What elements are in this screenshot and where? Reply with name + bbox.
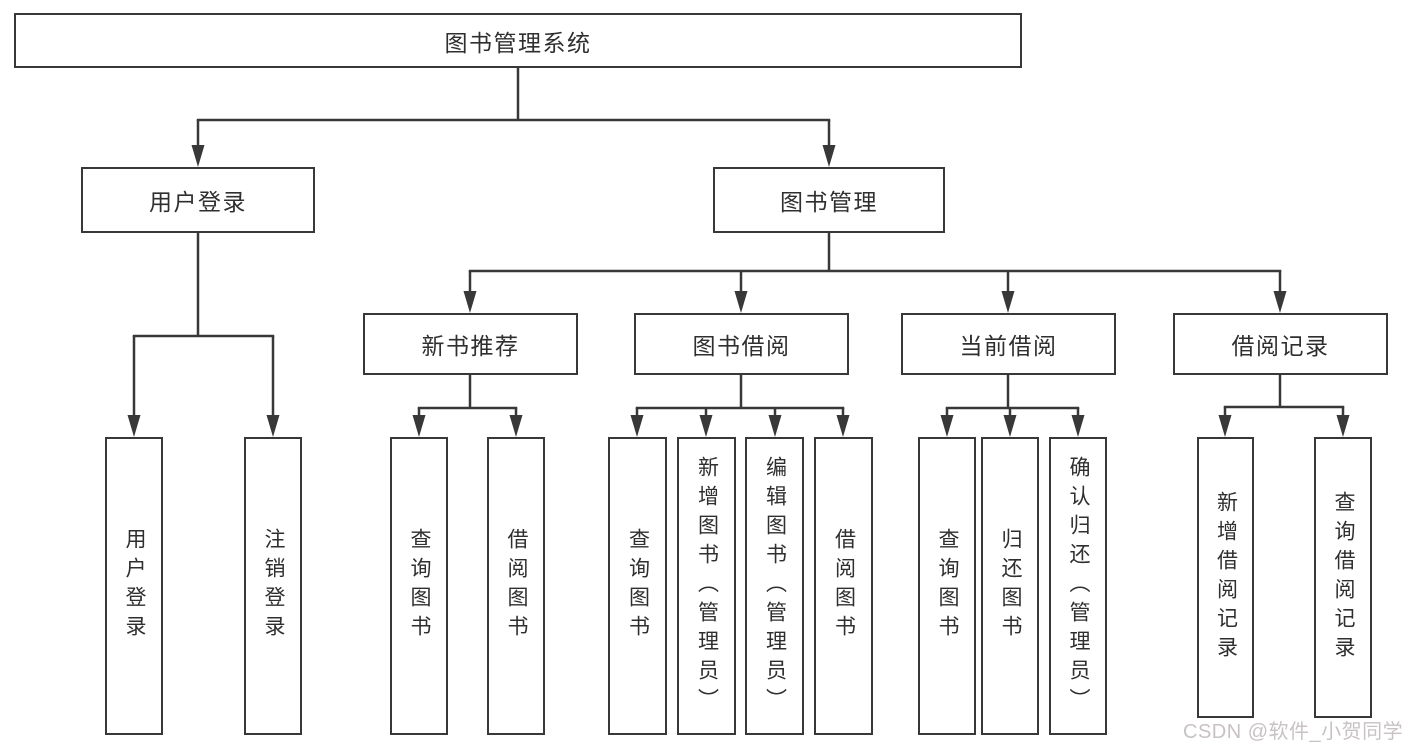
- node-label-root: 图书管理系统: [444, 29, 592, 56]
- arrowhead-icon-book-borrowing-children-0: [630, 415, 644, 437]
- node-label-book-management: 图书管理: [780, 189, 878, 215]
- node-query-books-1: 查询图书: [390, 437, 448, 735]
- node-label-add-borrow-record: 新增借阅记录: [1214, 490, 1238, 665]
- node-query-books-2: 查询图书: [608, 437, 667, 735]
- arrowhead-icon-book-borrowing-children-2: [768, 415, 782, 437]
- node-borrowing-records: 借阅记录: [1173, 313, 1388, 375]
- node-query-borrow-record: 查询借阅记录: [1314, 437, 1372, 718]
- csdn-watermark: CSDN @软件_小贺同学: [1183, 721, 1404, 743]
- node-label-borrow-books-1: 借阅图书: [505, 528, 528, 644]
- node-query-books-3: 查询图书: [918, 437, 976, 735]
- node-label-current-borrowing: 当前借阅: [959, 333, 1058, 359]
- node-book-management: 图书管理: [713, 167, 945, 233]
- arrowhead-icon-root-to-level2-0: [191, 145, 205, 167]
- node-current-borrowing: 当前借阅: [901, 313, 1116, 375]
- node-label-query-borrow-record: 查询借阅记录: [1332, 490, 1355, 665]
- arrowhead-icon-current-borrowing-children-0: [940, 415, 954, 437]
- node-label-borrowing-records: 借阅记录: [1231, 333, 1330, 359]
- node-label-add-books-admin: 新增图书（管理员）: [695, 455, 719, 717]
- arrowhead-icon-borrowing-records-children-0: [1218, 415, 1232, 437]
- node-return-books: 归还图书: [981, 437, 1039, 735]
- node-add-borrow-record: 新增借阅记录: [1197, 437, 1254, 718]
- arrowhead-icon-current-borrowing-children-1: [1003, 415, 1017, 437]
- arrowhead-icon-book-management-children-3: [1273, 291, 1287, 313]
- node-borrow-books-1: 借阅图书: [487, 437, 545, 735]
- node-confirm-return-admin: 确认归还（管理员）: [1049, 437, 1107, 735]
- arrowhead-icon-book-management-children-2: [1001, 291, 1015, 313]
- arrowhead-icon-new-book-children-0: [412, 415, 426, 437]
- node-new-book-recommend: 新书推荐: [363, 313, 578, 375]
- node-label-logout: 注销登录: [262, 528, 285, 644]
- arrowhead-icon-new-book-children-1: [509, 415, 523, 437]
- node-label-user-login-group: 用户登录: [149, 189, 247, 215]
- node-user-login: 用户登录: [105, 437, 163, 735]
- node-borrow-books-2: 借阅图书: [814, 437, 873, 735]
- node-logout: 注销登录: [244, 437, 302, 735]
- node-label-borrow-books-2: 借阅图书: [832, 528, 856, 644]
- arrowhead-icon-book-management-children-0: [463, 291, 477, 313]
- node-label-query-books-3: 查询图书: [936, 528, 959, 644]
- arrowhead-icon-root-to-level2-1: [822, 145, 836, 167]
- node-add-books-admin: 新增图书（管理员）: [677, 437, 736, 735]
- arrowhead-icon-current-borrowing-children-2: [1071, 415, 1085, 437]
- node-label-query-books-2: 查询图书: [626, 528, 650, 644]
- node-label-edit-books-admin: 编辑图书（管理员）: [763, 455, 787, 717]
- node-user-login-group: 用户登录: [81, 167, 315, 233]
- node-book-borrowing: 图书借阅: [634, 313, 849, 375]
- node-label-query-books-1: 查询图书: [408, 528, 431, 644]
- node-label-confirm-return-admin: 确认归还（管理员）: [1067, 455, 1090, 717]
- node-label-new-book-recommend: 新书推荐: [421, 333, 520, 359]
- node-label-user-login: 用户登录: [123, 528, 146, 644]
- arrowhead-icon-book-management-children-1: [734, 291, 748, 313]
- node-root: 图书管理系统: [14, 13, 1022, 68]
- arrowhead-icon-book-borrowing-children-1: [699, 415, 713, 437]
- node-label-return-books: 归还图书: [999, 528, 1022, 644]
- arrowhead-icon-borrowing-records-children-1: [1336, 415, 1350, 437]
- arrowhead-icon-book-borrowing-children-3: [836, 415, 850, 437]
- arrowhead-icon-user-login-children-0: [127, 415, 141, 437]
- node-label-book-borrowing: 图书借阅: [692, 333, 791, 359]
- node-edit-books-admin: 编辑图书（管理员）: [745, 437, 804, 735]
- arrowhead-icon-user-login-children-1: [266, 415, 280, 437]
